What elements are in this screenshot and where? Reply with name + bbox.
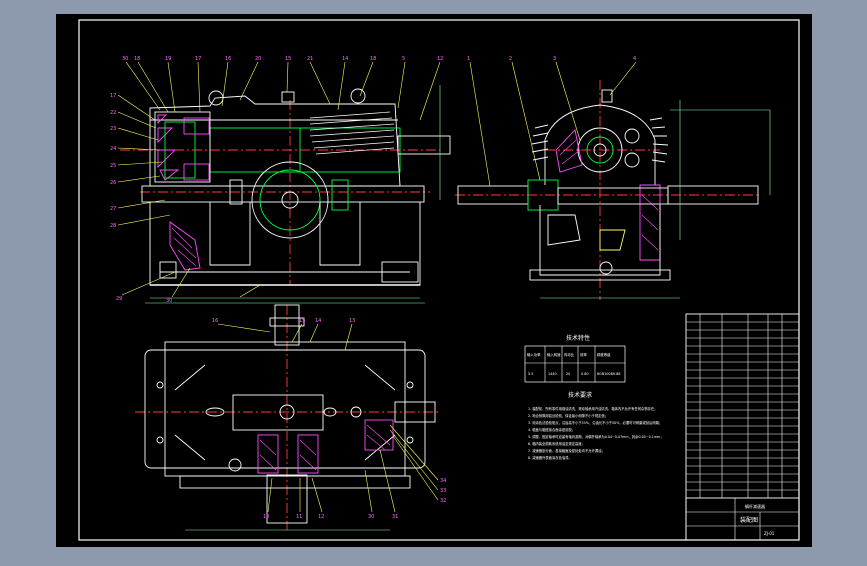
- callout: 12: [318, 514, 324, 520]
- callout: 12: [437, 56, 443, 62]
- tech-req-line: 2. 啮合侧隙用铅丝检验，保证最小侧隙不小于规定值；: [528, 413, 608, 418]
- tech-requirements: 技术要求 1. 装配前，所有零件用煤油清洗，滚动轴承用汽油清洗，箱体内不允许有任…: [528, 391, 664, 460]
- callout: 1: [467, 56, 470, 62]
- callout: 15: [299, 318, 305, 324]
- callout: 19: [165, 56, 171, 62]
- tech-req-title: 技术要求: [568, 391, 592, 399]
- callout: 16: [212, 318, 218, 324]
- callout: 28: [110, 223, 116, 229]
- callout: 20: [255, 56, 261, 62]
- callout: 25: [110, 163, 116, 169]
- callout: 10: [263, 514, 269, 520]
- callout: 13: [349, 318, 355, 324]
- tech-req-line: 7. 减速器剖分面、各接触面及密封处均不允许漏油；: [528, 448, 605, 453]
- callout: 34: [440, 478, 446, 484]
- drawing-frame: [78, 19, 800, 541]
- front-view-callouts: 30 18 19 17 16 20 15 21 14 18 5 12 17 22…: [110, 56, 443, 304]
- spec-header: 效率: [580, 352, 587, 357]
- callout: 32: [440, 498, 446, 504]
- callout: 30: [166, 298, 172, 304]
- front-view: [117, 61, 451, 299]
- drawing-name: 装配图: [740, 516, 758, 524]
- plan-view: [135, 302, 440, 531]
- callout: 17: [110, 93, 116, 99]
- side-view: [455, 61, 771, 300]
- spec-cell: 8GB10089-88: [597, 372, 620, 376]
- tech-req-line: 6. 箱内装全损耗系统用油至规定高度；: [528, 441, 585, 446]
- tech-spec-table: 技术特性 输入功率 输入转速 传动比 效率 精度等级 5.5 1440 20 0…: [524, 334, 626, 383]
- spec-cell: 0.80: [581, 372, 589, 376]
- tech-req-line: 1. 装配前，所有零件用煤油清洗，滚动轴承用汽油清洗，箱体内不允许有任何杂物存在…: [528, 406, 657, 411]
- spec-header: 精度等级: [597, 352, 611, 357]
- callout: 30: [368, 514, 374, 520]
- spec-header: 输入转速: [547, 352, 561, 357]
- callout: 3: [553, 56, 556, 62]
- callout: 33: [440, 488, 446, 494]
- callout: 16: [225, 56, 231, 62]
- spec-header: 输入功率: [527, 352, 541, 357]
- spec-cell: 20: [566, 372, 570, 376]
- callout: 14: [315, 318, 321, 324]
- callout: 17: [195, 56, 201, 62]
- spec-header: 传动比: [564, 352, 575, 357]
- spec-cell: 5.5: [528, 372, 533, 376]
- side-view-callouts: 1 2 3 4: [467, 56, 636, 62]
- callout: 30: [122, 56, 128, 62]
- callout: 31: [392, 514, 398, 520]
- callout: 18: [134, 56, 140, 62]
- callout: 14: [342, 56, 348, 62]
- callout: 11: [296, 514, 302, 520]
- spec-cell: 1440: [548, 372, 557, 376]
- tech-req-line: 5. 调整、固定轴承时应留有轴向游隙，对蜗杆轴承为0.04~0.07mm，其余0…: [528, 434, 664, 439]
- tech-req-line: 3. 用涂色法检验斑点，沿齿高不小于55%，沿齿长不小于50%，必要时可研磨或刮…: [528, 420, 662, 425]
- callout: 29: [116, 296, 122, 302]
- drawing-sheet: [56, 14, 812, 547]
- callout: 18: [370, 56, 376, 62]
- drawing-number: ZJ-01: [764, 531, 775, 536]
- plan-view-callouts: 16 15 14 13 10 11 12 30 31 32 33 34: [212, 318, 446, 520]
- callout: 23: [110, 126, 116, 132]
- callout: 15: [285, 56, 291, 62]
- parts-list: [685, 313, 800, 541]
- tech-req-line: 8. 减速器外表面涂灰色油漆。: [528, 455, 572, 460]
- callout: 5: [402, 56, 405, 62]
- callout: 27: [110, 206, 116, 212]
- callout: 21: [307, 56, 313, 62]
- callout: 26: [110, 180, 116, 186]
- callout: 22: [110, 110, 116, 116]
- callout: 2: [509, 56, 512, 62]
- tech-req-line: 4. 箱盖与箱座接合面涂密封胶；: [528, 427, 575, 432]
- title-block: 装配图 蜗杆减速器 ZJ-01: [685, 497, 800, 541]
- tech-spec-title: 技术特性: [566, 334, 590, 342]
- callout: 4: [633, 56, 636, 62]
- callout: 24: [110, 146, 116, 152]
- drawing-label: 蜗杆减速器: [745, 503, 765, 509]
